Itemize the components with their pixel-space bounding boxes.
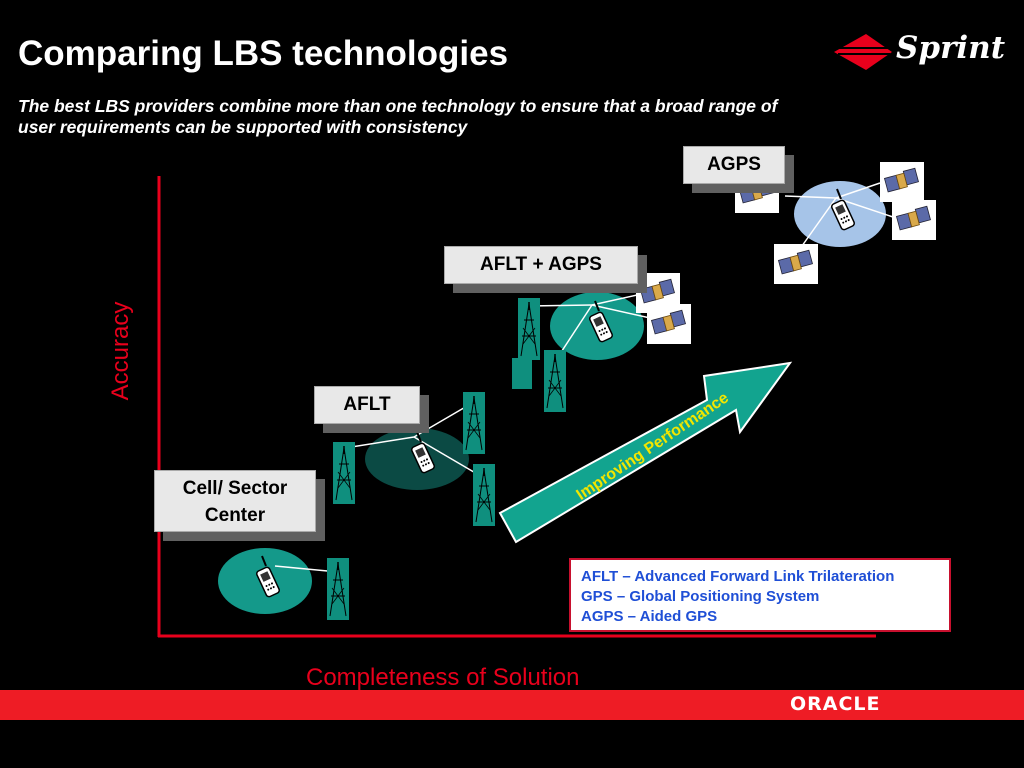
acronym-legend: AFLT – Advanced Forward Link Trilaterati… — [569, 558, 951, 632]
y-axis-label: Accuracy — [107, 301, 134, 401]
footer-bar — [0, 690, 1024, 720]
cell-tower-icon — [543, 349, 567, 413]
improving-performance-arrow — [498, 361, 793, 544]
stage-cell-sector-label: Cell/ Sector Center — [154, 470, 316, 532]
lbs-diagram — [157, 161, 937, 638]
sprint-logo: Sprint — [832, 30, 1006, 74]
oracle-logo: ORACLE — [790, 693, 881, 715]
page-title: Comparing LBS technologies — [18, 34, 509, 73]
legend-item-aflt: AFLT – Advanced Forward Link Trilaterati… — [581, 568, 895, 585]
x-axis-label: Completeness of Solution — [306, 664, 580, 691]
satellite-icon — [879, 161, 925, 203]
cell-tower-icon — [326, 557, 350, 621]
legend-item-agps: AGPS – Aided GPS — [581, 608, 718, 625]
satellite-icon — [891, 199, 937, 241]
stage-aflt-label: AFLT — [314, 386, 420, 424]
cell-tower-icon — [517, 297, 541, 361]
page-subtitle: The best LBS providers combine more than… — [18, 96, 778, 137]
cell-tower-icon — [512, 358, 532, 389]
stage-agps-label: AGPS — [683, 146, 785, 184]
stage-aflt-agps-label: AFLT + AGPS — [444, 246, 638, 284]
legend-item-gps: GPS – Global Positioning System — [581, 588, 820, 605]
cell-tower-icon — [332, 441, 356, 505]
cell-tower-icon — [472, 463, 496, 527]
satellite-icon — [646, 303, 692, 345]
cell-tower-icon — [462, 391, 486, 455]
satellite-icon — [773, 243, 819, 285]
sprint-logo-text: Sprint — [896, 30, 1006, 66]
sprint-logo-icon — [834, 34, 892, 70]
